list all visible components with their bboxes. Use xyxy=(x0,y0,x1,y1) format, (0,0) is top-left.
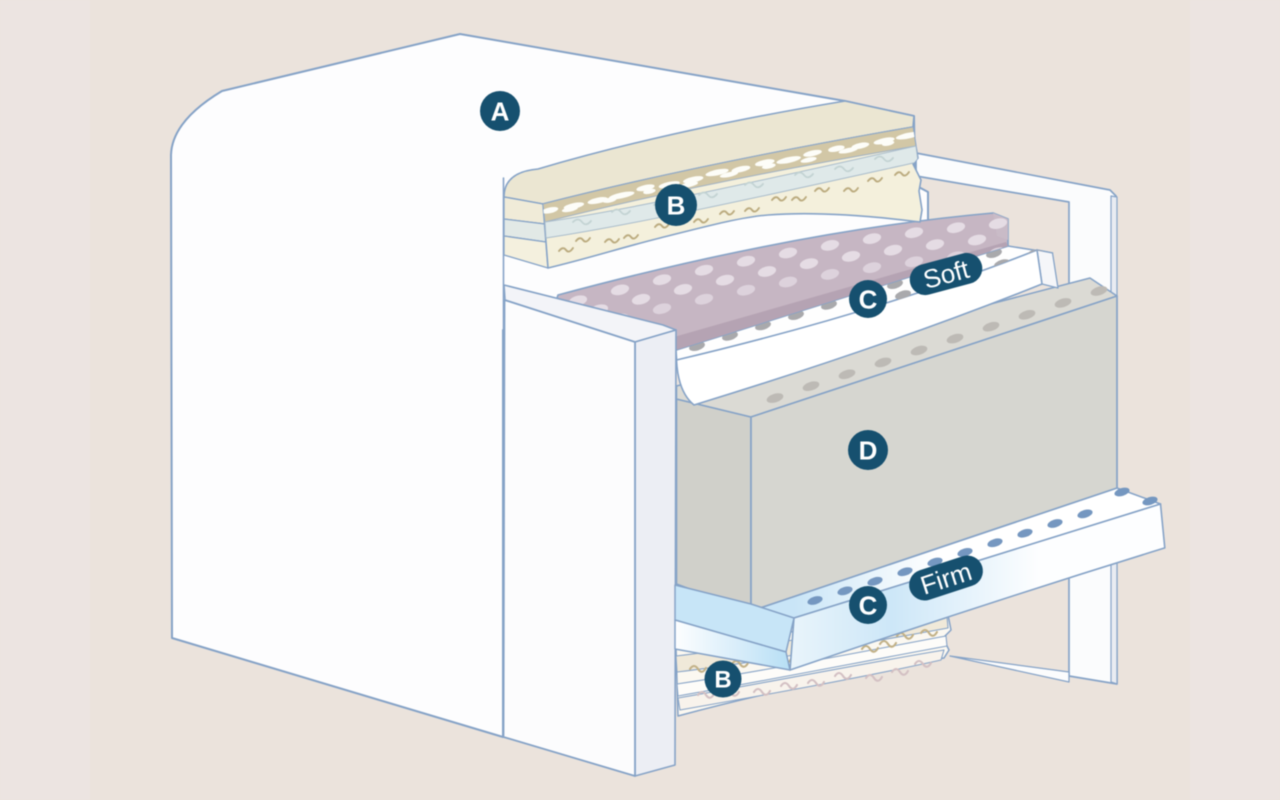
svg-text:D: D xyxy=(859,435,878,465)
svg-text:A: A xyxy=(491,96,510,126)
svg-text:C: C xyxy=(859,284,878,314)
svg-text:B: B xyxy=(667,190,686,220)
svg-text:B: B xyxy=(714,667,731,694)
svg-text:C: C xyxy=(859,590,878,620)
